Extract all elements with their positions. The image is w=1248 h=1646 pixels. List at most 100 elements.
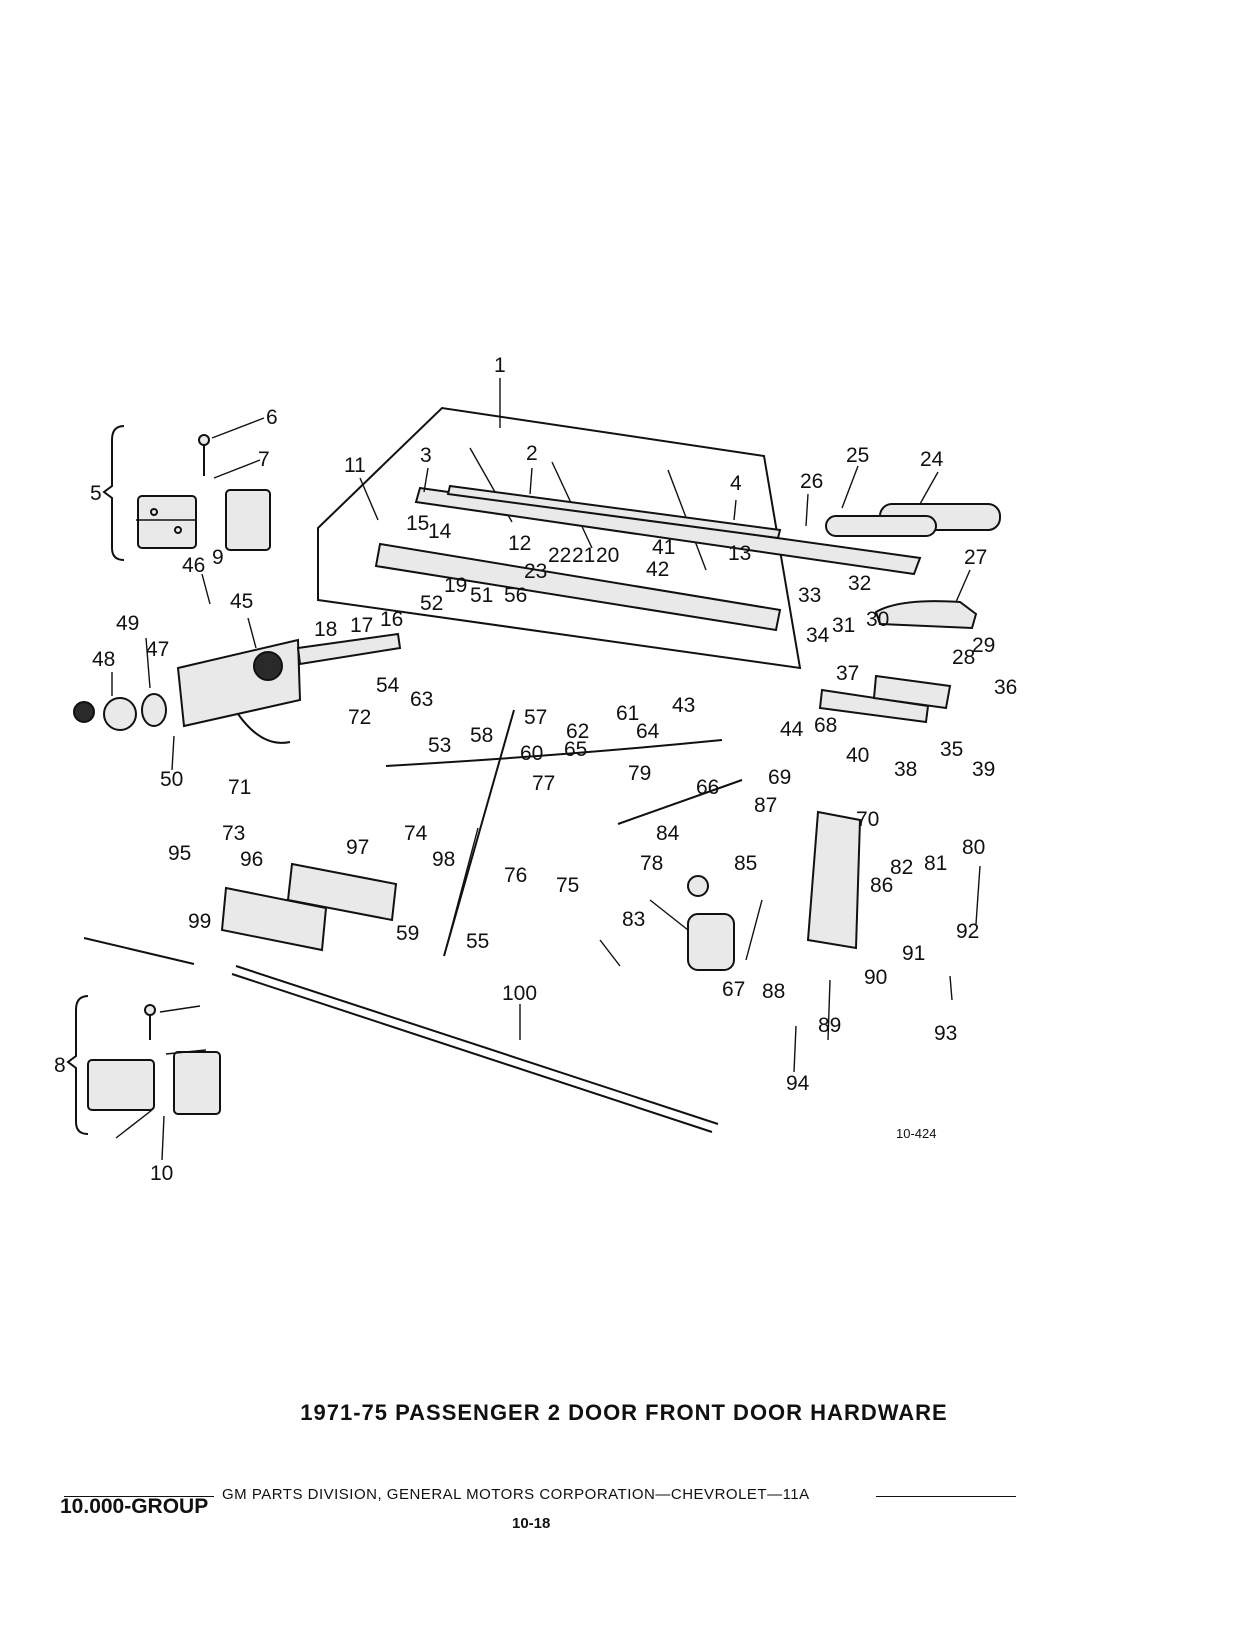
callout-82: 82	[890, 856, 913, 879]
callout-32: 32	[848, 572, 871, 595]
callout-38: 38	[894, 758, 917, 781]
callout-1: 1	[494, 354, 506, 377]
callout-69: 69	[768, 766, 791, 789]
callout-86: 86	[870, 874, 893, 897]
callout-67: 67	[722, 978, 745, 1001]
callout-81: 81	[924, 852, 947, 875]
callout-87: 87	[754, 794, 777, 817]
callout-23: 23	[524, 560, 547, 583]
lower-weatherstrip	[235, 965, 719, 1125]
callout-56: 56	[504, 584, 527, 607]
callout-63: 63	[410, 688, 433, 711]
callout-75: 75	[556, 874, 579, 897]
callout-41: 41	[652, 536, 675, 559]
callout-18: 18	[314, 618, 337, 641]
footer-rule-right	[876, 1496, 1016, 1497]
page-title: 1971-75 PASSENGER 2 DOOR FRONT DOOR HARD…	[300, 1400, 948, 1425]
footer-rule-left	[64, 1496, 214, 1497]
outside-handle-pad	[825, 515, 937, 537]
callout-57: 57	[524, 706, 547, 729]
crank-washer	[141, 693, 167, 727]
callout-95: 95	[168, 842, 191, 865]
callout-99: 99	[188, 910, 211, 933]
callout-83: 83	[622, 908, 645, 931]
lock-cylinder	[687, 913, 735, 971]
callout-3: 3	[420, 444, 432, 467]
footer-division-text: GM PARTS DIVISION, GENERAL MOTORS CORPOR…	[222, 1486, 810, 1503]
callout-52: 52	[420, 592, 443, 615]
callout-16: 16	[380, 608, 403, 631]
callout-49: 49	[116, 612, 139, 635]
callout-85: 85	[734, 852, 757, 875]
callout-73: 73	[222, 822, 245, 845]
callout-71: 71	[228, 776, 251, 799]
callout-5: 5	[90, 482, 102, 505]
callout-96: 96	[240, 848, 263, 871]
callout-62: 62	[566, 720, 589, 743]
callout-22: 22	[548, 544, 571, 567]
callout-37: 37	[836, 662, 859, 685]
callout-34: 34	[806, 624, 830, 647]
lower-hinge-bracket	[66, 995, 89, 1135]
callout-12: 12	[508, 532, 531, 555]
window-regulator	[176, 632, 402, 744]
upper-hinge	[137, 434, 271, 551]
callout-91: 91	[902, 942, 925, 965]
callout-29: 29	[972, 634, 995, 657]
callout-31: 31	[832, 614, 855, 637]
regulator-spring	[83, 937, 195, 965]
remote-rod	[617, 779, 743, 825]
callout-64: 64	[636, 720, 660, 743]
door-lock	[806, 810, 862, 950]
callout-14: 14	[428, 520, 452, 543]
callout-13: 13	[728, 542, 751, 565]
callout-53: 53	[428, 734, 451, 757]
callout-98: 98	[432, 848, 455, 871]
callout-28: 28	[952, 646, 975, 669]
callout-54: 54	[376, 674, 400, 697]
callout-74: 74	[404, 822, 428, 845]
callout-47: 47	[146, 638, 169, 661]
callout-65: 65	[564, 738, 587, 761]
page-number: 10-18	[512, 1515, 551, 1532]
callout-68: 68	[814, 714, 837, 737]
callout-43: 43	[672, 694, 695, 717]
callout-90: 90	[864, 966, 887, 989]
callout-4: 4	[730, 472, 742, 495]
callout-35: 35	[940, 738, 963, 761]
figure-reference: 10-424	[896, 1126, 936, 1141]
callout-24: 24	[920, 448, 944, 471]
callout-66: 66	[696, 776, 719, 799]
lower-sash	[374, 542, 782, 632]
leader-lines	[111, 378, 981, 1161]
callout-11: 11	[344, 454, 366, 477]
callout-19: 19	[444, 574, 467, 597]
callout-58: 58	[470, 724, 493, 747]
callout-93: 93	[934, 1022, 957, 1045]
callout-25: 25	[846, 444, 869, 467]
inside-handle	[874, 600, 978, 630]
callout-78: 78	[640, 852, 663, 875]
callout-100: 100	[502, 982, 537, 1005]
callout-26: 26	[800, 470, 823, 493]
callout-30: 30	[866, 608, 889, 631]
callout-60: 60	[520, 742, 543, 765]
callout-21: 21	[572, 544, 595, 567]
callout-39: 39	[972, 758, 995, 781]
callout-42: 42	[646, 558, 669, 581]
callout-48: 48	[92, 648, 115, 671]
door-glass	[317, 406, 802, 670]
callout-33: 33	[798, 584, 821, 607]
lock-rod	[385, 739, 723, 767]
callout-40: 40	[846, 744, 869, 767]
callout-27: 27	[964, 546, 987, 569]
callout-9: 9	[212, 546, 224, 569]
callout-10: 10	[150, 1162, 173, 1185]
upper-hinge-bracket	[102, 425, 125, 561]
callout-79: 79	[628, 762, 651, 785]
callout-15: 15	[406, 512, 429, 535]
callout-numbers: 1 2 3 4 5 6 7 8 9 10 11 12 13 14 15 16 1…	[54, 354, 1017, 1185]
callout-94: 94	[786, 1072, 810, 1095]
callout-44: 44	[780, 718, 804, 741]
lower-hinge	[87, 1004, 221, 1115]
